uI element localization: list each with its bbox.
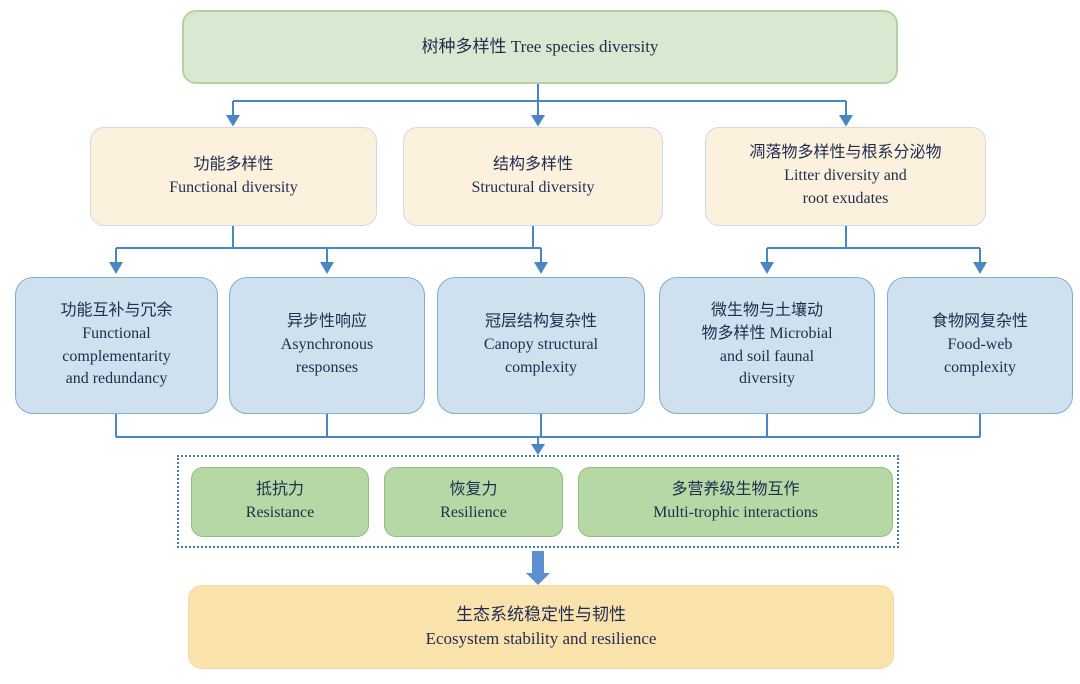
mechanism-label-resistance: 抵抗力 Resistance <box>245 481 315 521</box>
level3-box-microbial-soil-faunal-diversity: 微生物与土壤动 物多样性 Microbial and soil faunal d… <box>659 277 875 414</box>
arrowheads-level2 <box>226 115 853 127</box>
root-box-tree-species-diversity: 树种多样性 Tree species diversity <box>182 10 898 84</box>
level2-label-structural-diversity: 结构多样性 Structural diversity <box>471 155 595 196</box>
mechanism-label-multi-trophic-interactions: 多营养级生物互作 Multi-trophic interactions <box>653 481 818 521</box>
level2-box-functional-diversity: 功能多样性 Functional diversity <box>90 127 377 226</box>
level3-label-canopy-structural-complexity: 冠层结构复杂性 Canopy structural complexity <box>483 313 599 376</box>
arrow-level2-right-rail <box>766 226 981 262</box>
level3-box-asynchronous-responses: 异步性响应 Asynchronous responses <box>229 277 425 414</box>
arrow-level2-left-rail <box>115 226 542 262</box>
arrow-root-to-level2 <box>232 84 847 115</box>
level2-box-structural-diversity: 结构多样性 Structural diversity <box>403 127 663 226</box>
level3-box-canopy-structural-complexity: 冠层结构复杂性 Canopy structural complexity <box>437 277 645 414</box>
mechanisms-dashed-group <box>177 455 899 548</box>
arrowheads-level3 <box>109 262 987 274</box>
level3-box-food-web-complexity: 食物网复杂性 Food-web complexity <box>887 277 1073 414</box>
level3-box-functional-complementarity: 功能互补与冗余 Functional complementarity and r… <box>15 277 218 414</box>
level3-label-microbial-soil-faunal-diversity: 微生物与土壤动 物多样性 Microbial and soil faunal d… <box>701 302 833 388</box>
thick-arrow-to-outcome <box>526 551 550 585</box>
mechanism-box-resistance: 抵抗力 Resistance <box>191 467 369 537</box>
arrowhead-into-mechanisms <box>531 444 545 455</box>
mechanism-box-resilience: 恢复力 Resilience <box>384 467 563 537</box>
level2-box-litter-root-exudates: 凋落物多样性与根系分泌物 Litter diversity and root e… <box>705 127 986 226</box>
root-box-label: 树种多样性 Tree species diversity <box>421 36 659 56</box>
mechanism-label-resilience: 恢复力 Resilience <box>440 481 507 521</box>
outcome-label-ecosystem-stability: 生态系统稳定性与韧性 Ecosystem stability and resil… <box>425 604 657 648</box>
level2-label-functional-diversity: 功能多样性 Functional diversity <box>169 155 298 196</box>
level3-label-functional-complementarity: 功能互补与冗余 Functional complementarity and r… <box>60 302 173 388</box>
arrow-level3-converge-rail <box>115 414 981 444</box>
level3-label-asynchronous-responses: 异步性响应 Asynchronous responses <box>280 313 374 376</box>
mechanism-box-multi-trophic-interactions: 多营养级生物互作 Multi-trophic interactions <box>578 467 893 537</box>
outcome-box-ecosystem-stability: 生态系统稳定性与韧性 Ecosystem stability and resil… <box>188 585 894 669</box>
level2-label-litter-root-exudates: 凋落物多样性与根系分泌物 Litter diversity and root e… <box>749 144 942 207</box>
level3-label-food-web-complexity: 食物网复杂性 Food-web complexity <box>931 313 1028 376</box>
